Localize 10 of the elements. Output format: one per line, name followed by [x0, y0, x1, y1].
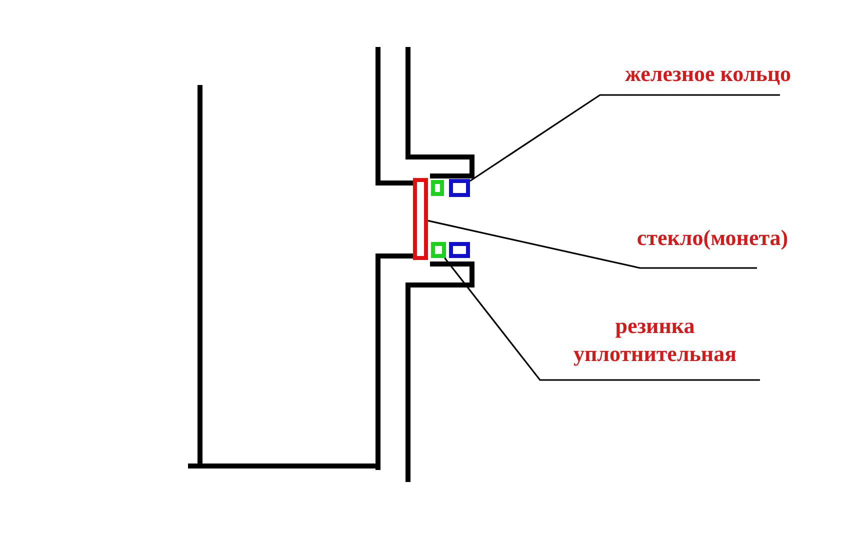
leader-line: [444, 258, 760, 381]
rubber-seal: [431, 242, 446, 258]
rubber-seal: [431, 180, 444, 196]
callout-label: железное кольцо: [592, 60, 824, 88]
leader-line: [428, 220, 757, 269]
iron-ring: [449, 179, 470, 197]
callout-label: стекло(монета): [605, 224, 820, 252]
leader-line: [470, 94, 780, 182]
iron-ring: [449, 242, 470, 258]
callout-label: резинка уплотнительная: [535, 312, 775, 368]
